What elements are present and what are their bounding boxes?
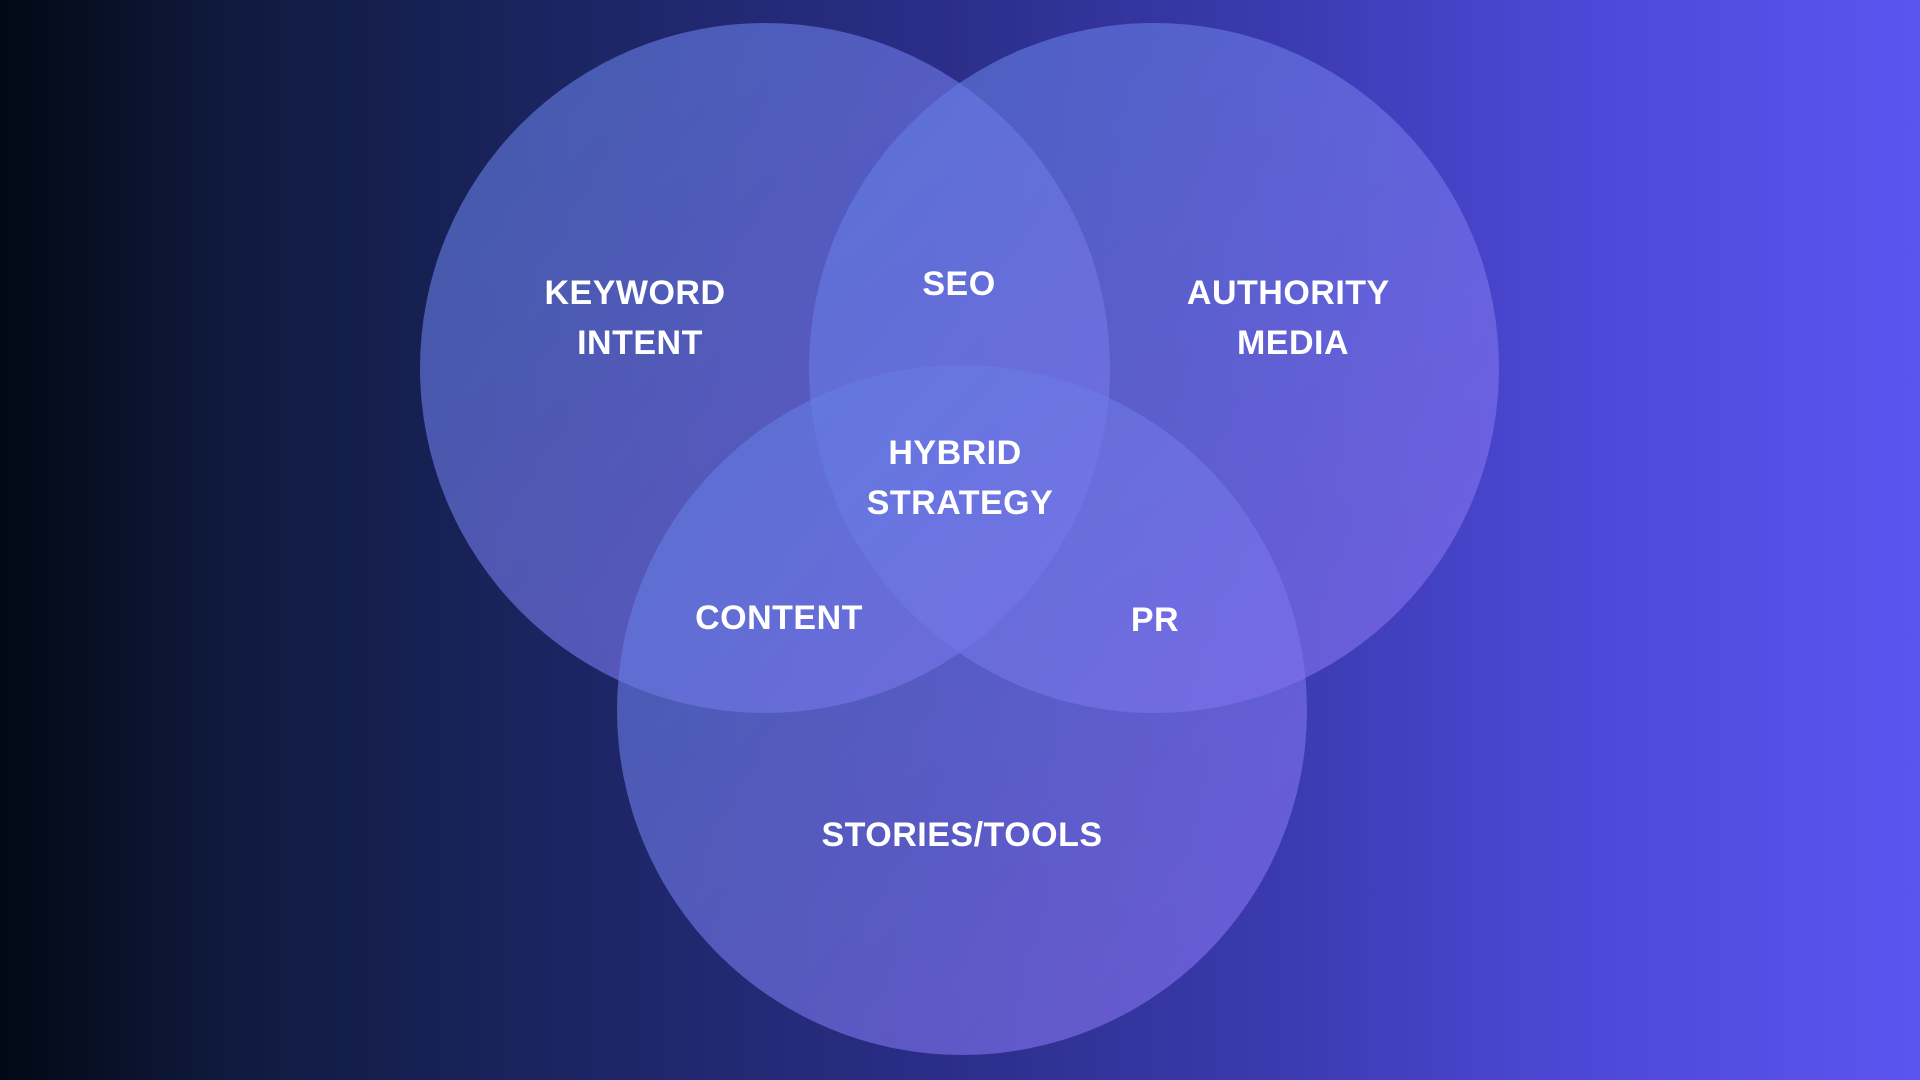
label-keyword-intent: KEYWORD INTENT	[544, 274, 735, 362]
label-authority-media: AUTHORITY MEDIA	[1187, 274, 1399, 362]
label-stories-tools: STORIES/TOOLS	[821, 816, 1102, 854]
label-pr: PR	[1131, 601, 1179, 639]
circle-stories-tools	[617, 365, 1307, 1055]
label-hybrid-strategy: HYBRID STRATEGY	[867, 434, 1054, 522]
label-seo: SEO	[922, 265, 995, 303]
label-content: CONTENT	[695, 599, 863, 637]
